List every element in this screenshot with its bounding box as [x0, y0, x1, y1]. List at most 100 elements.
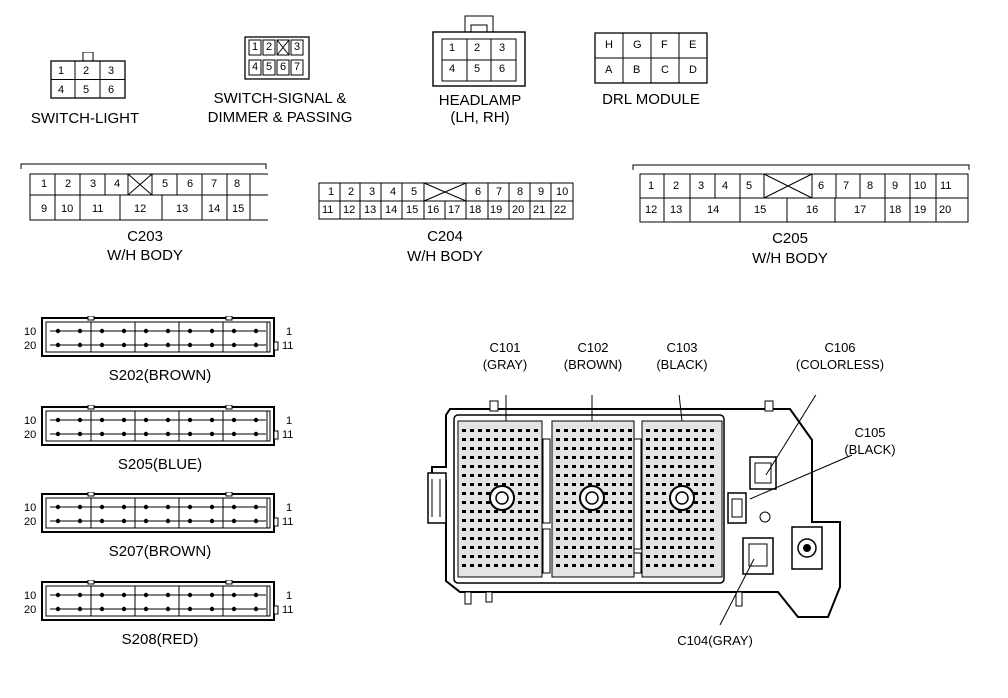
pin: A: [605, 64, 613, 76]
pin: 7: [211, 178, 218, 190]
pin: 13: [176, 203, 189, 215]
pin: 11: [322, 204, 334, 216]
splice-pin-label: 20: [24, 604, 37, 616]
pin: 14: [208, 203, 221, 215]
pin: 4: [722, 180, 729, 192]
pin: 7: [294, 61, 301, 73]
c106-color: (COLORLESS): [795, 357, 885, 372]
pin: D: [689, 64, 697, 76]
splice-connector: [41, 405, 279, 446]
splice-pin-label: 1: [286, 326, 293, 338]
pin: 9: [892, 180, 899, 192]
pin: 1: [328, 186, 335, 198]
pin: 17: [854, 204, 867, 216]
headlamp-label-2: (LH, RH): [450, 109, 510, 126]
splice-pin-label: 20: [24, 516, 37, 528]
pin: 9: [538, 186, 545, 198]
c103-color: (BLACK): [656, 357, 708, 372]
c204-name: C204: [427, 228, 463, 245]
pin: 4: [252, 61, 259, 73]
pin: 2: [348, 186, 355, 198]
switch-light-connector: [50, 52, 126, 99]
c205-name: C205: [772, 230, 808, 247]
splice-connector: [41, 580, 279, 621]
c205-connector: [632, 164, 970, 223]
pin: 2: [65, 178, 72, 190]
pin: H: [605, 39, 613, 51]
drl-module-connector: [594, 32, 708, 84]
pin: 12: [134, 203, 147, 215]
c204-sub: W/H BODY: [407, 248, 483, 265]
pin: 1: [252, 41, 259, 53]
splice-pin-label: 11: [282, 340, 294, 352]
pin: 3: [369, 186, 376, 198]
pin: 2: [673, 180, 680, 192]
c105-color: (BLACK): [844, 442, 896, 457]
pin: 5: [474, 63, 481, 75]
headlamp-connector: [432, 15, 526, 87]
pin: 13: [670, 204, 683, 216]
pin: 1: [449, 42, 456, 54]
splice-pin-label: 10: [24, 326, 37, 338]
pin: B: [633, 64, 641, 76]
pin: 9: [41, 203, 48, 215]
splice-pin-label: 10: [24, 590, 37, 602]
pin: 8: [234, 178, 241, 190]
pin: 7: [843, 180, 850, 192]
switch-signal-label-2: DIMMER & PASSING: [207, 109, 353, 126]
c101-color: (GRAY): [482, 357, 528, 372]
pin: 16: [427, 204, 440, 216]
pin: 5: [266, 61, 273, 73]
c106-name: C106: [824, 340, 856, 355]
pin: 16: [806, 204, 819, 216]
pin: 5: [746, 180, 753, 192]
c101-name: C101: [489, 340, 521, 355]
splice-pin-label: 11: [282, 604, 294, 616]
c204-connector: [318, 182, 574, 220]
pin: 19: [914, 204, 927, 216]
splice-label: S202(BROWN): [108, 367, 212, 384]
drl-module-label: DRL MODULE: [602, 91, 700, 108]
pin: 6: [818, 180, 825, 192]
pin: 4: [390, 186, 397, 198]
pin: 8: [867, 180, 874, 192]
pin: 2: [266, 41, 273, 53]
splice-pin-label: 11: [282, 429, 294, 441]
pin: 15: [232, 203, 245, 215]
pin: 1: [41, 178, 48, 190]
pin: 3: [294, 41, 301, 53]
pin: 2: [83, 65, 90, 77]
pin: 6: [108, 84, 115, 96]
pin: 10: [556, 186, 569, 198]
pin: 6: [280, 61, 287, 73]
pin: 6: [499, 63, 506, 75]
pin: 18: [469, 204, 482, 216]
c203-connector: [20, 163, 268, 221]
headlamp-label-1: HEADLAMP: [438, 92, 522, 109]
pin: 4: [114, 178, 121, 190]
pin: 19: [490, 204, 503, 216]
pin: 15: [406, 204, 419, 216]
splice-pin-label: 1: [286, 415, 293, 427]
pin: 6: [187, 178, 194, 190]
pin: G: [633, 39, 642, 51]
pin: 18: [889, 204, 902, 216]
pin: 2: [474, 42, 481, 54]
pin: 3: [698, 180, 705, 192]
switch-light-label: SWITCH-LIGHT: [30, 110, 140, 127]
pin: 12: [343, 204, 356, 216]
splice-pin-label: 1: [286, 590, 293, 602]
splice-pin-label: 20: [24, 340, 37, 352]
pin: 5: [411, 186, 418, 198]
splice-pin-label: 11: [282, 516, 294, 528]
pin: E: [689, 39, 697, 51]
pin: 3: [499, 42, 506, 54]
pin: 1: [648, 180, 655, 192]
c203-sub: W/H BODY: [107, 247, 183, 264]
splice-pin-label: 10: [24, 415, 37, 427]
pin: F: [661, 39, 668, 51]
pin: 12: [645, 204, 658, 216]
pin: 4: [449, 63, 456, 75]
pin: 8: [517, 186, 524, 198]
splice-label: S207(BROWN): [108, 543, 212, 560]
